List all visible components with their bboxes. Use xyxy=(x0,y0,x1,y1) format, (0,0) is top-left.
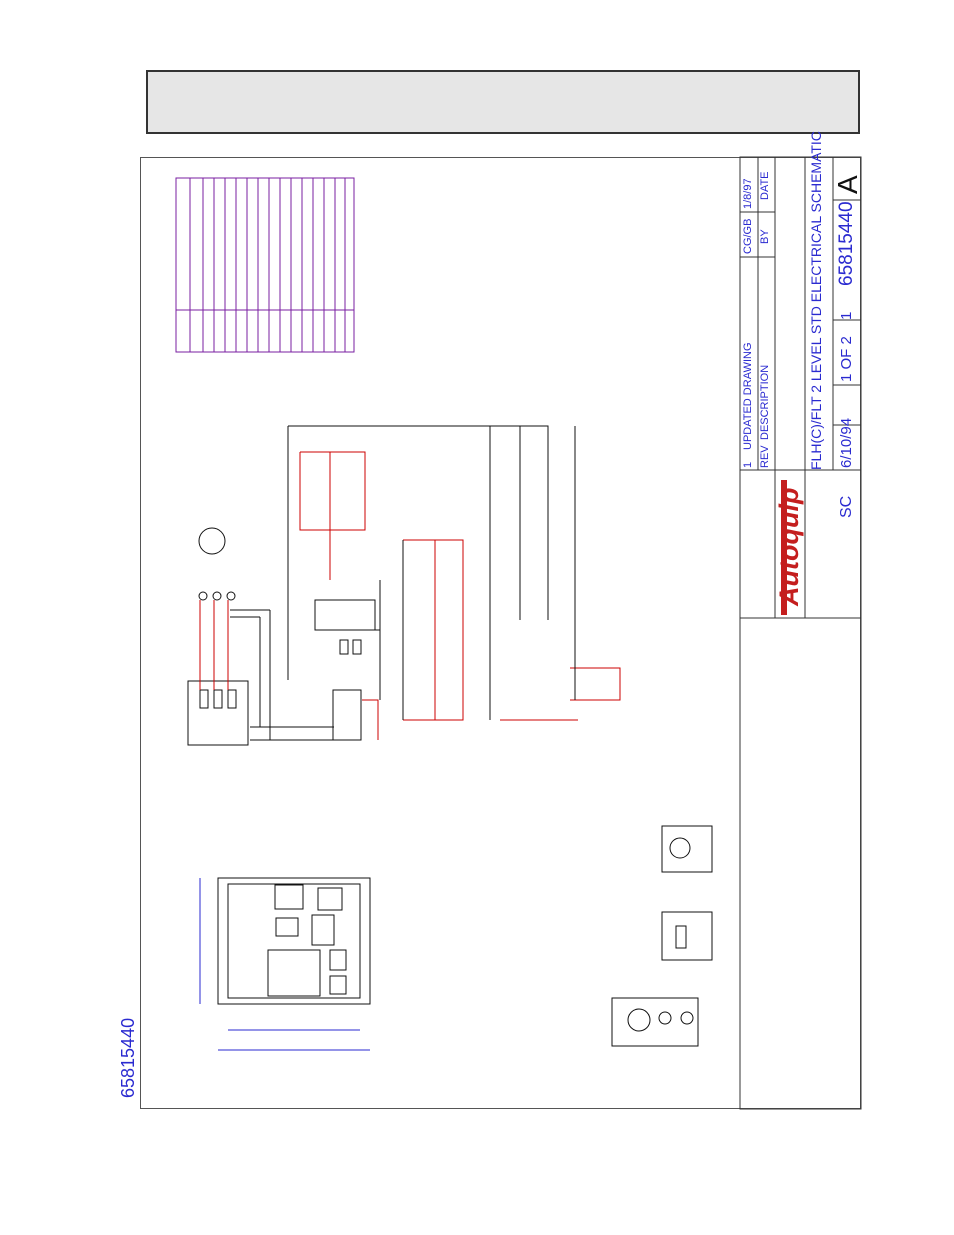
red-wiring xyxy=(200,452,620,740)
rev-row-rev: 1 xyxy=(742,462,754,468)
parts-legend-table xyxy=(176,178,354,352)
rev-row-date: 1/8/97 xyxy=(742,178,754,209)
revision-number: 1 xyxy=(838,312,855,320)
title-block-frame xyxy=(740,157,861,1109)
rev-row-by: CG/GB xyxy=(742,219,754,254)
drawing-date: 6/10/94 xyxy=(838,418,855,468)
col-description-header: DESCRIPTION xyxy=(759,365,771,440)
drawing-size: A xyxy=(832,175,864,194)
drawn-by: SC xyxy=(838,496,856,518)
ladder-lines xyxy=(288,426,575,720)
rev-row-description: UPDATED DRAWING xyxy=(742,342,754,450)
side-drawing-number: 65815440 xyxy=(118,1018,139,1098)
brand-logo-text: Autoquip xyxy=(774,488,805,606)
power-section xyxy=(188,528,375,745)
col-rev-header: REV xyxy=(759,445,771,468)
drawing-number: 65815440 xyxy=(836,201,858,286)
sheet-number: 1 OF 2 xyxy=(838,336,855,382)
drawing-title: FLH(C)/FLT 2 LEVEL STD ELECTRICAL SCHEMA… xyxy=(808,131,824,470)
col-date-header: DATE xyxy=(759,171,771,200)
station-layouts xyxy=(612,826,712,1046)
col-by-header: BY xyxy=(759,229,771,244)
control-panel-layout xyxy=(200,878,370,1050)
